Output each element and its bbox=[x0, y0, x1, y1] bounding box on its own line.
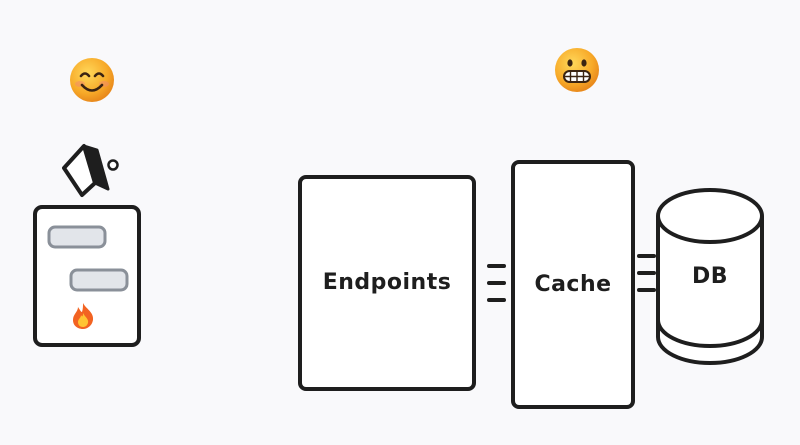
grimacing-face-icon bbox=[555, 48, 599, 92]
client-pill-bottom bbox=[69, 268, 129, 292]
cache-box bbox=[511, 160, 635, 409]
cache-db-connector bbox=[637, 254, 656, 292]
client-device bbox=[33, 205, 141, 347]
smiling-face-icon bbox=[70, 58, 114, 102]
brand-logo-icon bbox=[62, 144, 119, 197]
cache-label: Cache bbox=[534, 272, 612, 297]
db-label: DB bbox=[691, 264, 729, 289]
endpoints-box bbox=[298, 175, 476, 391]
endpoints-label: Endpoints bbox=[322, 270, 452, 295]
client-pill-top bbox=[47, 225, 107, 249]
endpoints-cache-connector bbox=[487, 264, 506, 302]
fire-icon bbox=[73, 303, 94, 329]
db-cylinder bbox=[656, 188, 764, 365]
